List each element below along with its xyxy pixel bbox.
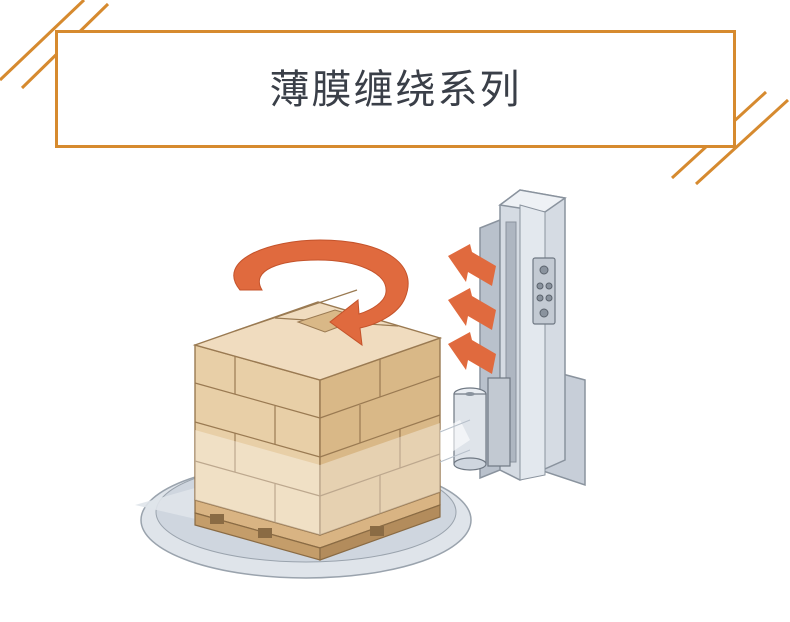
wrapping-machine [453, 189, 586, 487]
vertical-motion-arrow-icon [448, 244, 496, 374]
page-title: 薄膜缠绕系列 [269, 67, 522, 113]
title-banner: 薄膜缠绕系列 [55, 30, 736, 148]
rotation-arrow-icon [233, 239, 409, 347]
control-panel [532, 257, 556, 325]
pallet [194, 491, 441, 561]
